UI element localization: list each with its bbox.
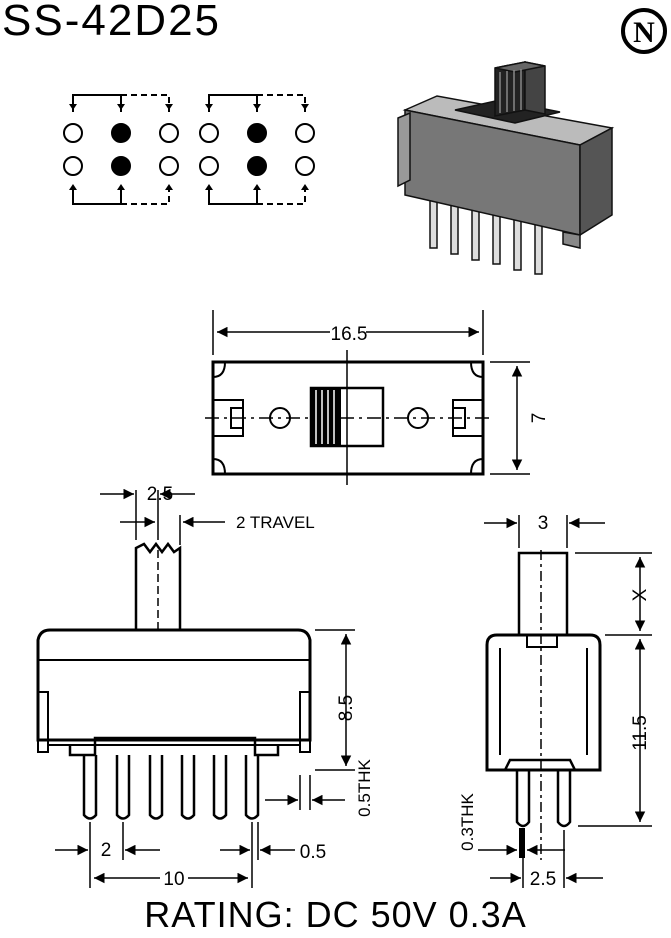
svg-text:N: N xyxy=(633,16,655,49)
model-title: SS-42D25 xyxy=(2,0,222,45)
top-view xyxy=(205,310,530,485)
dim-frame-thickness-label: 0.5THK xyxy=(355,759,374,817)
dim-side-height-label: 11.5 xyxy=(630,715,651,751)
dim-side-width-label: 3 xyxy=(538,513,549,534)
dim-width-label: 7 xyxy=(529,413,550,424)
dim-pin-span-label: 10 xyxy=(163,869,184,890)
dim-pin-width-label: 0.5 xyxy=(300,842,326,863)
dim-side-pin-pitch-label: 2.5 xyxy=(530,869,556,890)
dim-actuator-height-label: X xyxy=(630,588,651,601)
side-view xyxy=(478,515,652,888)
dim-pin-pitch-label: 2 xyxy=(101,840,112,861)
front-view xyxy=(36,488,355,888)
dim-body-height-label: 8.5 xyxy=(336,695,357,721)
brand-logo: N xyxy=(621,8,667,54)
dim-travel-label: 2 TRAVEL xyxy=(236,513,315,532)
rating-label: RATING: DC 50V 0.3A xyxy=(144,894,527,935)
circuit-schematic xyxy=(63,94,315,205)
dim-pin-thickness-label: 0.3THK xyxy=(458,793,477,851)
dim-length-label: 16.5 xyxy=(331,324,368,345)
product-illustration xyxy=(397,61,615,275)
dim-pitch-label: 2.5 xyxy=(147,484,173,505)
